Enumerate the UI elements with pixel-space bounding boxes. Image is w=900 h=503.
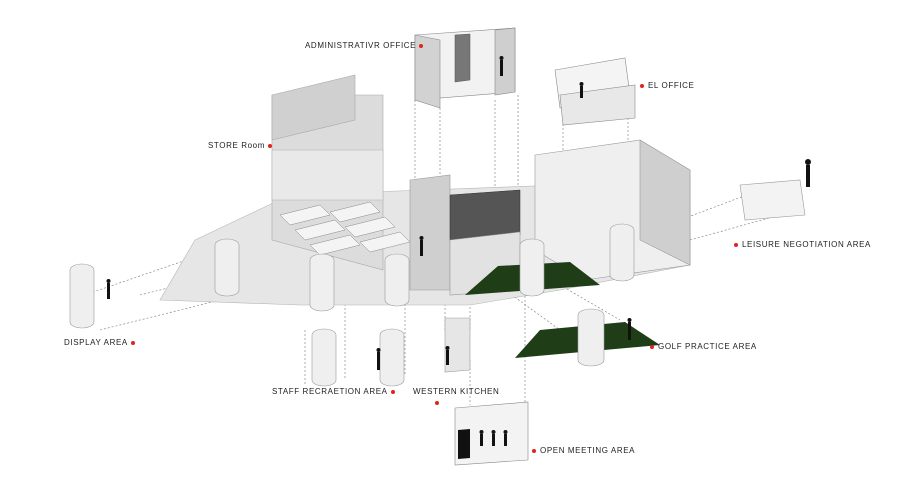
label-text: EL OFFICE [648, 81, 695, 90]
marker-dot [532, 448, 536, 453]
label-text: ADMINISTRATIVR OFFICE [305, 41, 417, 50]
label-text: STAFF RECRAETION AREA [272, 387, 388, 396]
label-store-room: STORE Room [208, 141, 272, 151]
open-meeting-model [454, 401, 529, 466]
marker-dot [650, 344, 654, 349]
marker-dot [130, 340, 135, 345]
marker-dot [267, 143, 272, 148]
label-administrative-office: ADMINISTRATIVR OFFICE [305, 41, 424, 51]
label-staff-recreation-area: STAFF RECRAETION AREA [272, 387, 395, 397]
label-text: DISPLAY AREA [64, 338, 128, 347]
marker-dot [419, 43, 424, 48]
desk-rows [279, 201, 411, 256]
label-text: STORE Room [208, 141, 265, 150]
label-western-kitchen: WESTERN KITCHEN [413, 387, 499, 397]
marker-dot [734, 242, 738, 247]
human-figures [106, 56, 811, 446]
column-cylinders [69, 223, 635, 387]
label-display-area: DISPLAY AREA [64, 338, 135, 348]
leisure-furniture [739, 179, 806, 221]
label-text: LEISURE NEGOTIATION AREA [742, 240, 871, 249]
label-golf-practice-area: GOLF PRACTICE AREA [650, 342, 757, 352]
marker-dot [640, 83, 644, 88]
label-open-meeting-area: OPEN MEETING AREA [532, 446, 635, 456]
marker-dot [390, 389, 395, 394]
marker-dot [435, 400, 439, 405]
label-el-office: EL OFFICE [640, 81, 694, 91]
label-text: GOLF PRACTICE AREA [658, 342, 757, 351]
label-text: WESTERN KITCHEN [413, 387, 500, 396]
western-kitchen-marker [435, 398, 443, 408]
label-leisure-negotiation-area: LEISURE NEGOTIATION AREA [734, 240, 871, 250]
label-text: OPEN MEETING AREA [540, 446, 636, 455]
